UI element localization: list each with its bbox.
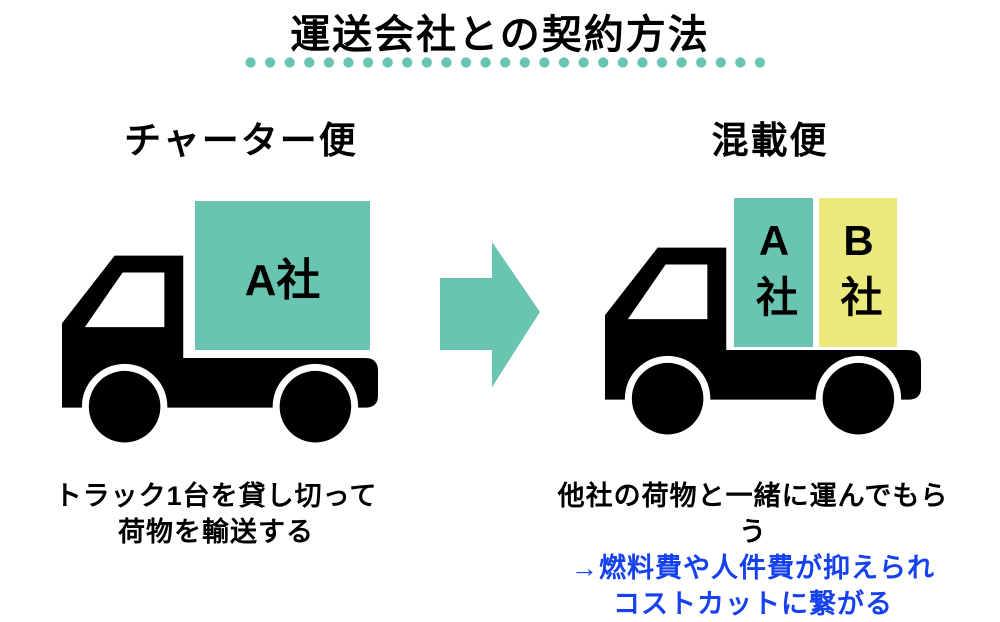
consolidated-caption-line2-highlight: →燃料費や人件費が抑えられ [571, 553, 935, 583]
consolidated-section-heading: 混載便 [711, 120, 829, 161]
charter-caption-line1: トラック1台を貸し切って [54, 481, 378, 511]
consolidated-caption-line1: 他社の荷物と一緒に運んでもらう [557, 481, 949, 547]
truck-window [84, 272, 165, 328]
consolidated-cargo-b-label: B社 [835, 217, 882, 328]
charter-section-heading: チャーター便 [124, 120, 358, 161]
charter-caption-line2: 荷物を輸送する [118, 517, 314, 547]
truck-wheel [279, 370, 352, 443]
charter-cargo-box-a: A社 [195, 201, 370, 350]
right-arrow-shape [440, 242, 540, 387]
consolidated-caption-line3-highlight: コストカットに繋がる [613, 589, 893, 619]
dotted-divider [245, 57, 766, 68]
charter-cargo-label: A社 [244, 255, 321, 305]
charter-truck-icon [62, 255, 379, 450]
truck-wheel [822, 362, 895, 435]
consolidated-cargo-box-a: A社 [734, 198, 813, 347]
page-title: 運送会社との契約方法 [290, 13, 710, 57]
consolidated-caption: 他社の荷物と一緒に運んでもらう →燃料費や人件費が抑えられ コストカットに繋がる [553, 478, 953, 622]
right-arrow-icon [440, 242, 540, 387]
consolidated-cargo-a-label: A社 [750, 217, 798, 328]
truck-wheel [88, 370, 161, 443]
truck-window [627, 264, 708, 320]
consolidated-cargo-box-b: B社 [819, 198, 897, 347]
consolidated-truck-icon [605, 247, 922, 442]
truck-wheel [631, 362, 704, 435]
charter-caption: トラック1台を貸し切って 荷物を輸送する [16, 478, 416, 550]
